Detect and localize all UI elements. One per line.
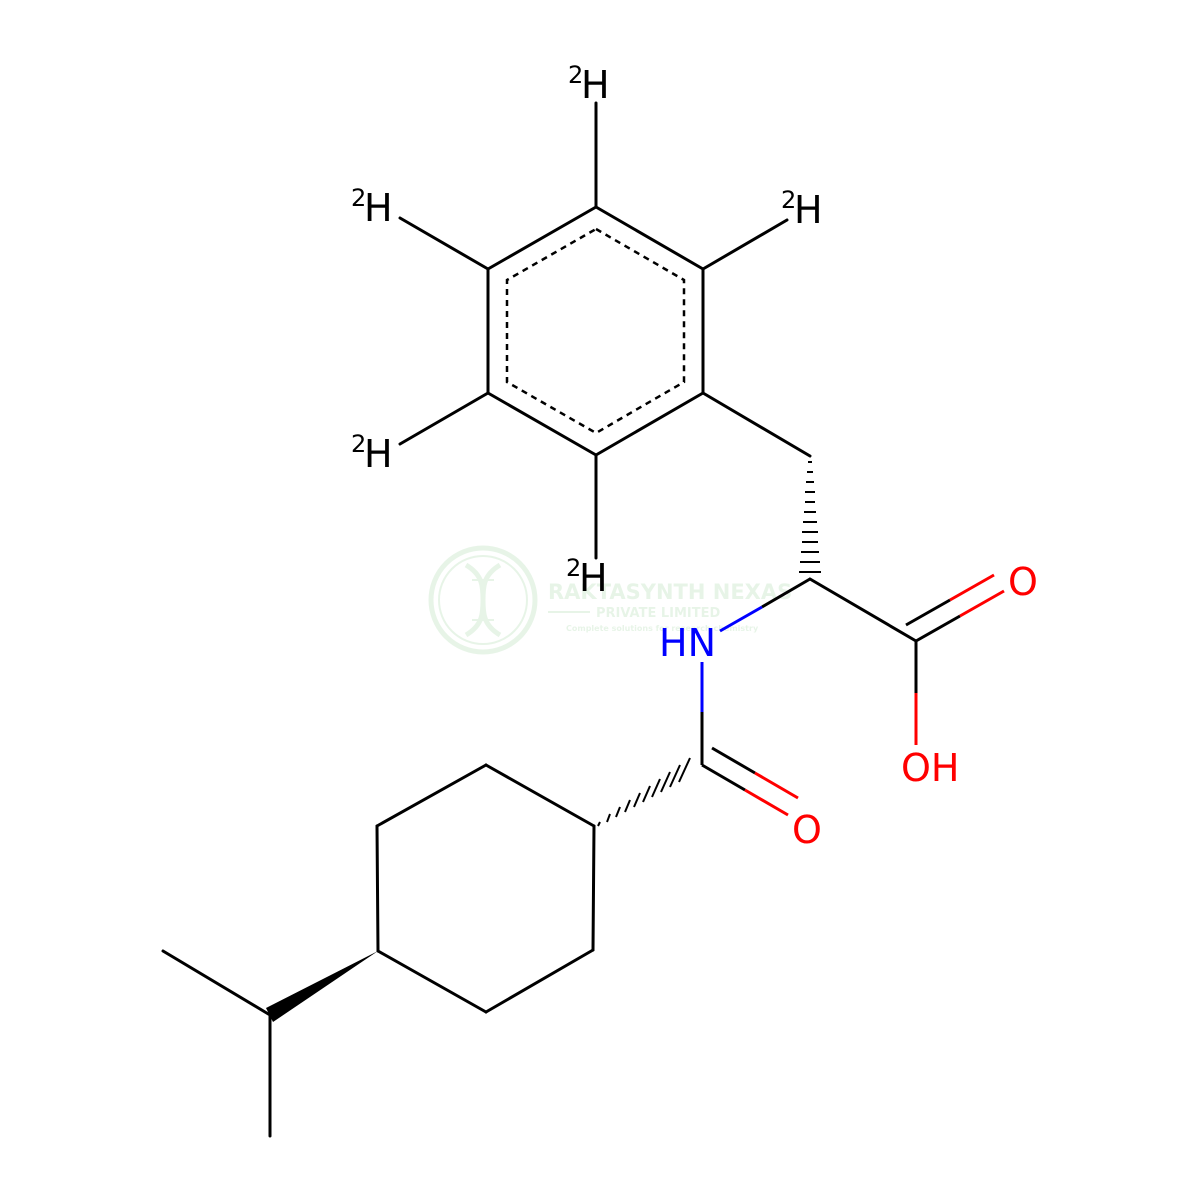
bond-ring-ch2	[701, 391, 812, 458]
isotope-label: 2	[351, 184, 366, 212]
watermark-line2: PRIVATE LIMITED	[596, 606, 721, 621]
isotope-label: 2	[566, 554, 581, 582]
atom-amide-carbonyl-o: O	[792, 808, 822, 852]
bond-amide-co-2b	[754, 771, 799, 800]
deuterium-bonds	[398, 101, 789, 560]
deuterium-symbol: H	[581, 63, 610, 107]
benzene-ring	[486, 205, 705, 457]
isotope-label: 2	[568, 61, 583, 89]
bond-isopropyl-methyl-1	[161, 949, 272, 1017]
deuterium-symbol: H	[579, 556, 608, 600]
bond-acid-co-2b	[949, 573, 995, 602]
bond-amide-co-2a	[711, 746, 756, 775]
bond-alpha-cooh	[808, 577, 918, 643]
bond-acid-co-1b	[959, 589, 1005, 618]
watermark-line1: RAKTASYNTH NEXAS	[548, 580, 792, 604]
deuterium-symbol: H	[794, 188, 823, 232]
atom-d-upper-right: 2 H	[781, 186, 823, 232]
watermark-line3: Complete solutions for research chemistr…	[566, 624, 759, 633]
bond-acid-co-1a	[915, 614, 961, 643]
watermark: RAKTASYNTH NEXAS PRIVATE LIMITED Complet…	[428, 545, 792, 655]
atom-acid-carbonyl-o: O	[1008, 560, 1038, 604]
cyclohexane-ring	[375, 763, 596, 1014]
isotope-label: 2	[781, 186, 796, 214]
aromatic-inner-ring	[505, 227, 686, 435]
atom-d-bottom: 2 H	[566, 554, 608, 600]
bond-amide-co-1b	[744, 788, 789, 817]
deuterium-symbol: H	[364, 186, 393, 230]
deuterium-symbol: H	[364, 432, 393, 476]
atom-d-lower-left: 2 H	[351, 430, 393, 476]
atom-acid-oh: OH	[901, 746, 959, 790]
bond-alpha-n-blue	[719, 605, 763, 633]
bond-amide-co-1a	[701, 763, 746, 792]
bond-alpha-n-black	[761, 577, 811, 609]
dna-helix-icon	[428, 545, 538, 655]
atom-d-upper-left: 2 H	[351, 184, 393, 230]
isotope-label: 2	[351, 430, 366, 458]
atom-d-top: 2 H	[568, 61, 610, 107]
solid-wedge-isopropyl	[266, 951, 378, 1022]
atom-amide-nh: HN	[659, 621, 716, 665]
hashed-wedge-ch2-alpha	[799, 461, 821, 573]
hashed-wedge-amide-cyclohexyl	[597, 757, 691, 827]
bond-acid-co-2a	[905, 598, 951, 627]
